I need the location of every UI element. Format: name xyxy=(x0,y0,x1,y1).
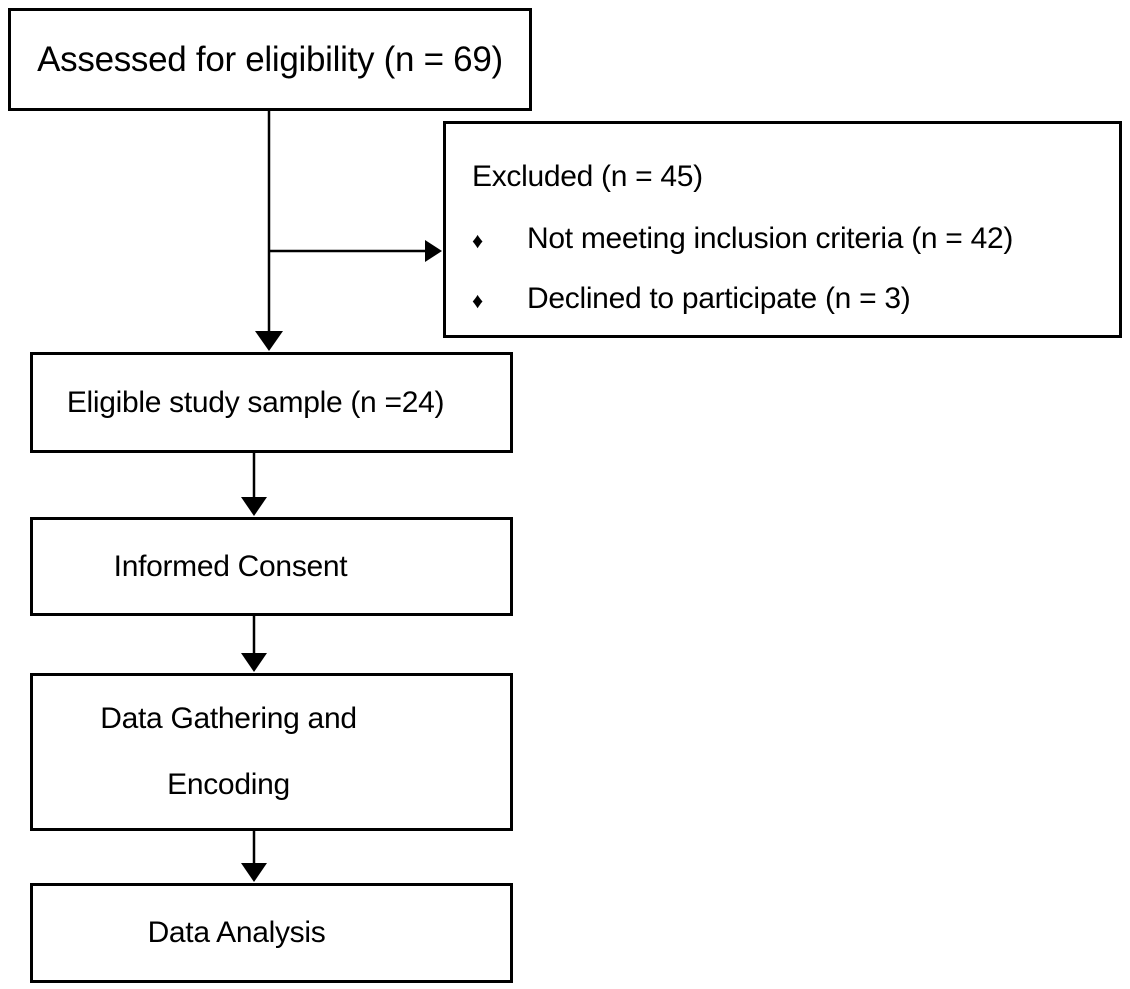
node-informed-consent: Informed Consent xyxy=(30,517,513,616)
node-analysis-label: Data Analysis xyxy=(147,916,326,949)
node-assessed-for-eligibility: Assessed for eligibility (n = 69) xyxy=(8,8,532,111)
node-gathering-label-line1: Data Gathering and xyxy=(100,702,357,735)
diamond-bullet-icon: ♦ xyxy=(472,288,483,313)
arrow-data-gathering-to-data-analysis xyxy=(241,831,267,882)
arrow-eligible-to-informed-consent xyxy=(241,453,267,516)
arrow-assessed-to-eligible xyxy=(255,111,283,351)
arrow-informed-consent-to-data-gathering xyxy=(241,616,267,672)
node-gathering-label-line2: Encoding xyxy=(167,768,290,801)
excluded-bullet-text: Declined to participate (n = 3) xyxy=(527,282,911,315)
node-assessed-label: Assessed for eligibility (n = 69) xyxy=(37,39,503,79)
arrow-assessed-to-excluded xyxy=(269,240,442,262)
node-eligible-label: Eligible study sample (n =24) xyxy=(66,385,445,419)
excluded-bullet-item: ♦ Declined to participate (n = 3) xyxy=(472,280,1119,320)
node-excluded: Excluded (n = 45) ♦ Not meeting inclusio… xyxy=(443,121,1122,338)
excluded-title: Excluded (n = 45) xyxy=(472,160,703,193)
node-data-gathering-encoding: Data Gathering and Encoding xyxy=(30,673,513,831)
diamond-bullet-icon: ♦ xyxy=(472,228,483,253)
node-eligible-study-sample: Eligible study sample (n =24) xyxy=(30,352,513,453)
excluded-bullet-text: Not meeting inclusion criteria (n = 42) xyxy=(527,222,1014,255)
node-data-analysis: Data Analysis xyxy=(30,883,513,983)
excluded-bullet-item: ♦ Not meeting inclusion criteria (n = 42… xyxy=(472,220,1119,260)
node-informed-label: Informed Consent xyxy=(113,549,348,583)
